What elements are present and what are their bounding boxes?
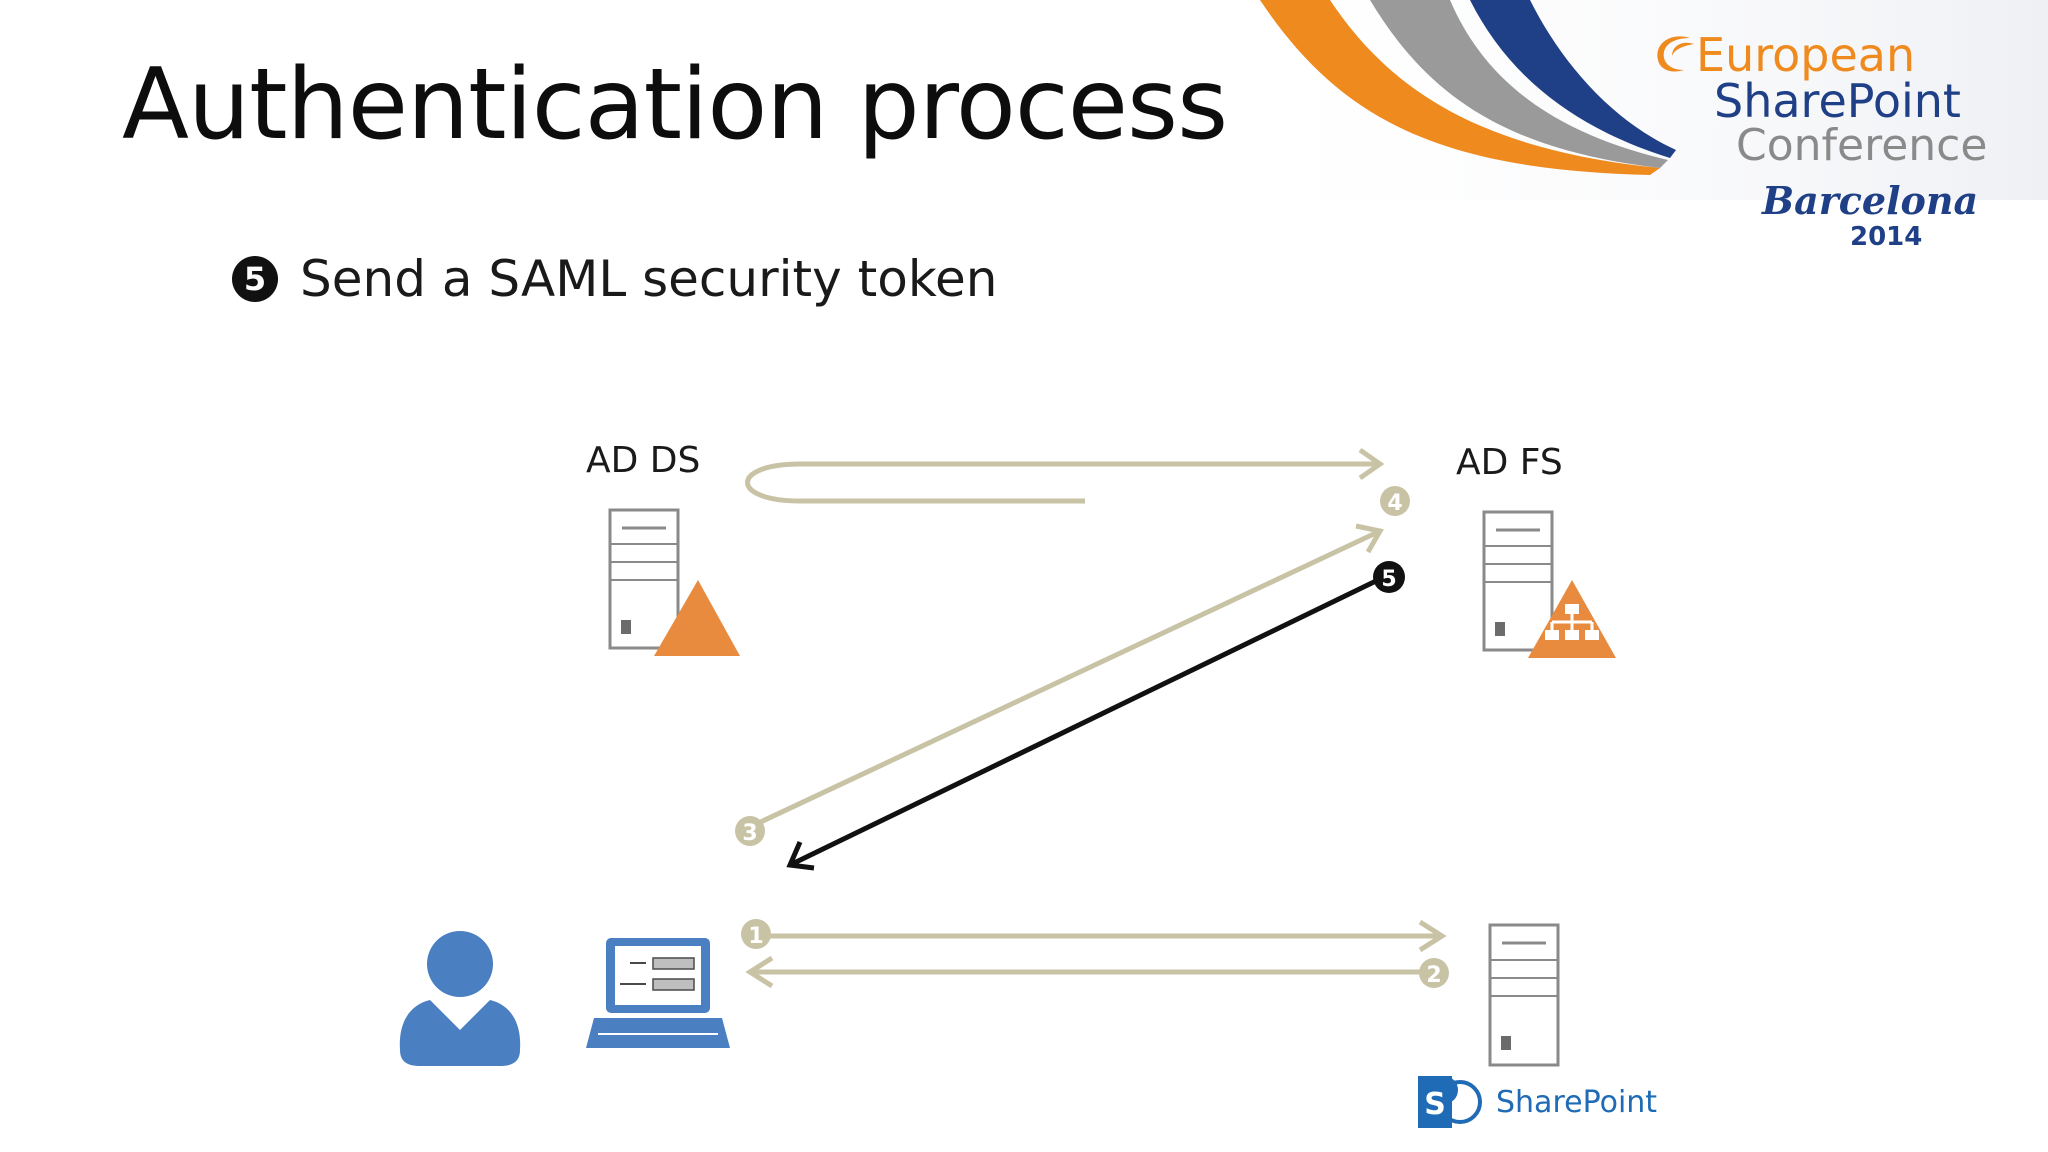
- slide-subtitle: 5 Send a SAML security token: [232, 250, 997, 308]
- logo-line-barcelona: Barcelona: [1762, 178, 1979, 223]
- decorative-swoosh: [1180, 0, 2048, 200]
- svg-text:2: 2: [1426, 963, 1441, 988]
- svg-text:5: 5: [1381, 567, 1396, 592]
- svg-text:3: 3: [742, 821, 757, 846]
- svg-text:1: 1: [748, 924, 763, 949]
- arrow-step-2: [745, 955, 1432, 989]
- ad-fs-label: AD FS: [1456, 442, 1563, 483]
- arrow-step-4: [745, 447, 1385, 504]
- ad-ds-server-icon: [608, 508, 680, 650]
- sharepoint-label: SharePoint: [1496, 1085, 1657, 1120]
- ad-ds-label: AD DS: [586, 440, 701, 481]
- step-badge-1: 1: [741, 919, 771, 949]
- logo-line-sharepoint: SharePoint: [1714, 74, 1961, 128]
- sharepoint-logo-icon: S: [1418, 1076, 1482, 1128]
- subtitle-step-badge: 5: [232, 256, 278, 302]
- subtitle-text: Send a SAML security token: [300, 250, 998, 308]
- logo-line-european: European: [1696, 28, 1916, 82]
- ad-fs-server-icon: [1482, 510, 1554, 652]
- step-badge-5: 5: [1373, 561, 1405, 593]
- arrow-step-5: [786, 577, 1380, 871]
- svg-text:S: S: [1424, 1087, 1446, 1122]
- laptop-icon: [586, 938, 730, 1048]
- logo-swirl-icon: [1657, 36, 1694, 72]
- conference-logo: European SharePoint Conference Barcelona…: [1650, 28, 2010, 258]
- arrow-step-3: [750, 523, 1384, 829]
- ad-ds-triangle-icon: [654, 580, 740, 656]
- step-badge-2: 2: [1419, 958, 1449, 988]
- ad-fs-hierarchy-icon: [1528, 580, 1616, 658]
- user-icon: [399, 931, 521, 1066]
- slide-title: Authentication process: [122, 48, 1228, 162]
- arrow-step-1: [756, 919, 1447, 953]
- step-badge-4: 4: [1380, 486, 1410, 516]
- logo-line-conference: Conference: [1736, 120, 1988, 171]
- sharepoint-server-icon: [1488, 923, 1560, 1067]
- step-badge-3: 3: [735, 816, 765, 846]
- svg-text:4: 4: [1387, 491, 1402, 516]
- logo-line-year: 2014: [1850, 222, 1923, 252]
